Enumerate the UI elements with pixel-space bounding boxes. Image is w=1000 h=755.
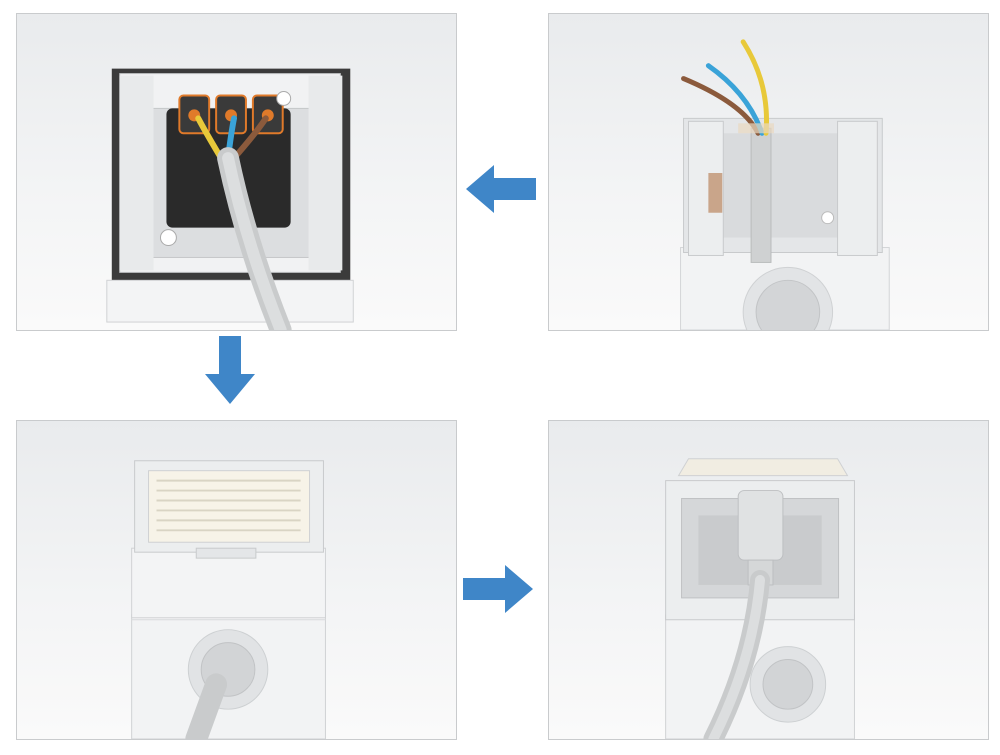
arrow-down-icon	[205, 336, 255, 404]
closed-socket-illustration	[131, 460, 326, 739]
socket-with-plug-illustration	[665, 458, 855, 739]
photo-socket-with-plug	[548, 420, 989, 740]
photo-wired-mechanism	[16, 13, 457, 331]
photo-box-with-wires	[548, 13, 989, 331]
arrow-right-icon	[463, 565, 533, 613]
wired-mechanism-illustration	[106, 68, 354, 330]
photo-closed-socket	[16, 420, 457, 740]
arrow-left-icon	[466, 165, 536, 213]
box-with-wires-illustration	[680, 39, 890, 330]
